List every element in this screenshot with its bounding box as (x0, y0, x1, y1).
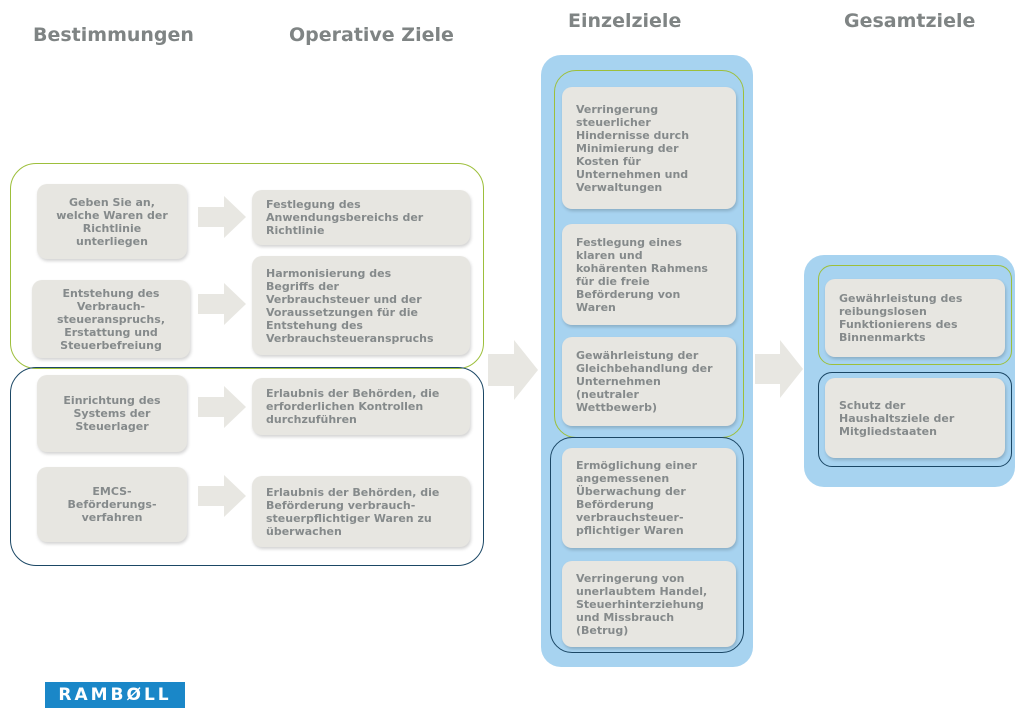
gesamtziel-box: Gewährleistung des reibungslosen Funktio… (825, 279, 1005, 357)
header-operative-ziele: Operative Ziele (289, 24, 454, 46)
group-navy-left (10, 367, 484, 566)
bestimmung-text: Einrichtung des Systems der Steuerlager (63, 394, 161, 433)
operatives-ziel-text: Harmonisierung des Begriffs der Verbrauc… (266, 266, 434, 345)
bestimmung-text: Geben Sie an, welche Waren der Richtlini… (56, 195, 168, 248)
bestimmung-box: Geben Sie an, welche Waren der Richtlini… (37, 184, 187, 259)
arrow-right-icon (198, 196, 246, 238)
einzelziel-text: Gewährleistung der Gleichbehandlung der … (576, 349, 713, 414)
ramboll-logo: RAMBØLL (45, 682, 185, 708)
einzelziel-box: Gewährleistung der Gleichbehandlung der … (562, 337, 736, 426)
header-gesamtziele: Gesamtziele (844, 10, 976, 32)
bestimmung-box: Einrichtung des Systems der Steuerlager (37, 375, 187, 452)
einzelziel-text: Verringerung von unerlaubtem Handel, Ste… (576, 571, 708, 637)
einzelziel-box: Verringerung steuerlicher Hindernisse du… (562, 87, 736, 209)
group-green-left (10, 163, 484, 369)
arrow-right-icon (198, 475, 246, 517)
operatives-ziel-text: Festlegung des Anwendungsbereichs der Ri… (266, 198, 424, 237)
header-einzelziele: Einzelziele (568, 10, 682, 32)
bestimmung-text: EMCS- Beförderungs- verfahren (67, 485, 157, 524)
operatives-ziel-text: Erlaubnis der Behörden, die Beförderung … (266, 485, 440, 538)
einzelziel-box: Verringerung von unerlaubtem Handel, Ste… (562, 561, 736, 647)
group-navy-einzelziele (550, 437, 744, 653)
arrow-right-icon (198, 386, 246, 428)
bestimmung-text: Entstehung des Verbrauch- steueranspruch… (57, 286, 165, 352)
bestimmung-box: Entstehung des Verbrauch- steueranspruch… (32, 280, 190, 358)
operatives-ziel-box: Harmonisierung des Begriffs der Verbrauc… (252, 256, 470, 355)
gesamtziel-box: Schutz der Haushaltsziele der Mitgliedst… (825, 378, 1005, 458)
arrow-right-icon (198, 283, 246, 325)
gesamtziel-text: Gewährleistung des reibungslosen Funktio… (839, 292, 963, 344)
operatives-ziel-box: Erlaubnis der Behörden, die Beförderung … (252, 476, 470, 547)
einzelziel-box: Festlegung eines klaren und kohärenten R… (562, 224, 736, 325)
operatives-ziel-box: Festlegung des Anwendungsbereichs der Ri… (252, 190, 470, 245)
gesamtziel-text: Schutz der Haushaltsziele der Mitgliedst… (839, 398, 955, 438)
operatives-ziel-text: Erlaubnis der Behörden, die erforderlich… (266, 387, 440, 426)
group-navy-gesamtziele (818, 372, 1012, 467)
einzelziel-text: Ermöglichung einer angemessenen Überwach… (576, 459, 698, 537)
einzelziel-text: Festlegung eines klaren und kohärenten R… (576, 235, 708, 314)
group-green-gesamtziele (818, 265, 1012, 365)
einzelziel-text: Verringerung steuerlicher Hindernisse du… (576, 102, 690, 194)
arrow-right-icon (755, 340, 803, 398)
arrow-right-icon (488, 340, 538, 400)
bestimmung-box: EMCS- Beförderungs- verfahren (37, 467, 187, 542)
operatives-ziel-box: Erlaubnis der Behörden, die erforderlich… (252, 378, 470, 435)
einzelziel-box: Ermöglichung einer angemessenen Überwach… (562, 448, 736, 548)
header-bestimmungen: Bestimmungen (33, 24, 194, 46)
